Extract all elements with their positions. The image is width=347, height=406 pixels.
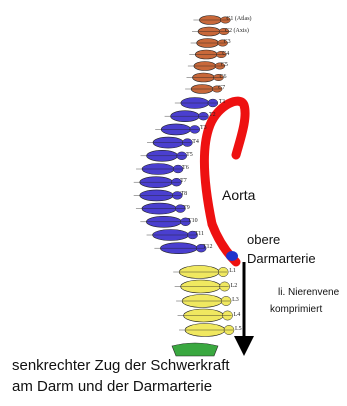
- lumbar-vertebra-2: [175, 280, 230, 293]
- thoracic-vertebra-7: [134, 177, 182, 188]
- vertebra-label-l2: L2: [231, 283, 238, 289]
- caption-line1: senkrechter Zug der Schwerkraft: [12, 357, 230, 374]
- lumbar-vertebra-4: [178, 309, 233, 322]
- thoracic-vertebra-5: [141, 150, 187, 161]
- vertebra-label-c6: C6: [220, 74, 227, 80]
- thoracic-vertebra-1: [175, 98, 218, 109]
- thoracic-vertebra-3: [155, 124, 200, 135]
- vertebra-label-t7: T7: [180, 178, 187, 184]
- thoracic-vertebra-8: [134, 190, 183, 201]
- aorta-vessel: [204, 101, 245, 224]
- vertebra-label-c1: C1 (Atlas): [226, 16, 251, 22]
- cervical-vertebra-3: [191, 39, 228, 48]
- vertebra-label-t5: T5: [186, 152, 193, 158]
- vertebra-label-t12: T12: [203, 244, 213, 250]
- cervical-vertebra-4: [189, 50, 226, 59]
- vertebra-label-l3: L3: [232, 297, 239, 303]
- gravity-arrow-head: [234, 336, 254, 356]
- thoracic-vertebra-10: [140, 216, 190, 227]
- vertebra-label-c5: C5: [221, 62, 228, 68]
- vertebra-label-t2: T2: [209, 112, 216, 118]
- lumbar-spine: [173, 266, 234, 337]
- vertebra-label-t9: T9: [183, 205, 190, 211]
- renal-vein-label-line2: komprimiert: [270, 304, 322, 315]
- vertebra-label-l1: L1: [229, 268, 236, 274]
- vertebra-label-c2: C2 (Axis): [225, 28, 249, 34]
- vertebra-label-l5: L5: [235, 326, 242, 332]
- sma-origin-marker: [226, 251, 238, 261]
- vertebra-label-c7: C7: [218, 85, 225, 91]
- vertebra-label-t11: T11: [195, 231, 204, 237]
- vertebra-label-c3: C3: [224, 39, 231, 45]
- lumbar-vertebra-1: [173, 266, 228, 279]
- vertebra-label-t1: T1: [219, 99, 226, 105]
- vertebra-label-t8: T8: [181, 191, 188, 197]
- thoracic-vertebra-6: [136, 164, 183, 175]
- renal-vein-label-line1: li. Nierenvene: [278, 287, 339, 298]
- thoracic-vertebra-11: [147, 230, 198, 241]
- sma-label-line1: obere: [247, 232, 280, 247]
- vertebra-label-c4: C4: [222, 51, 229, 57]
- vertebra-label-t6: T6: [182, 165, 189, 171]
- thoracic-vertebra-9: [136, 203, 185, 214]
- vertebra-label-t4: T4: [192, 139, 199, 145]
- lumbar-vertebra-5: [179, 324, 234, 337]
- thoracic-vertebra-2: [165, 111, 209, 122]
- vertebra-label-t3: T3: [200, 125, 207, 131]
- cervical-vertebra-7: [185, 85, 222, 94]
- vertebra-label-l4: L4: [234, 312, 241, 318]
- cervical-vertebra-2: [192, 27, 229, 36]
- cervical-vertebra-5: [188, 62, 225, 71]
- vertebra-label-t10: T10: [188, 218, 198, 224]
- lumbar-vertebra-3: [176, 295, 231, 308]
- cervical-vertebra-1: [193, 16, 230, 25]
- aorta-label: Aorta: [222, 187, 255, 203]
- caption-line2: am Darm und der Darmarterie: [12, 378, 212, 395]
- thoracic-vertebra-4: [147, 137, 192, 148]
- sma-label-line2: Darmarterie: [247, 251, 316, 266]
- cervical-vertebra-6: [187, 73, 224, 82]
- sacrum: [172, 343, 218, 356]
- thoracic-vertebra-12: [154, 243, 206, 254]
